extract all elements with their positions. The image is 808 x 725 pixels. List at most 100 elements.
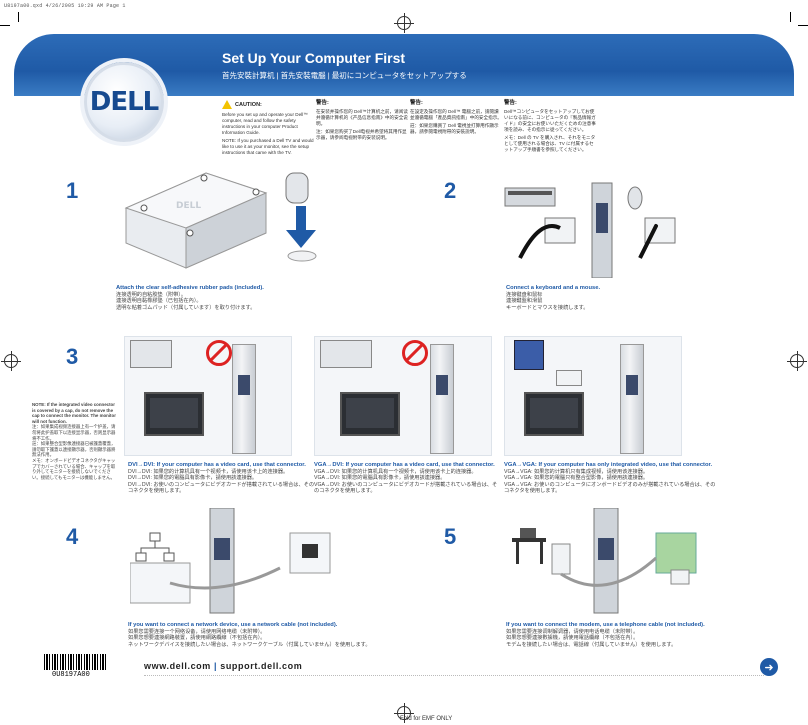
caption-zh-tw: 連接鍵盤和滑鼠: [506, 298, 543, 304]
caution-zh-tw: 警告: 在設定及操作您的 Dell™ 電腦之前，請閱讀並遵循電腦「產品資訊指南」…: [410, 100, 502, 135]
caption-en: DVI→DVI: If your computer has a video ca…: [128, 462, 306, 468]
dell-logo: DELL: [84, 62, 164, 142]
registration-mark: [394, 703, 414, 723]
vga-dvi-adapter-illustration: [320, 340, 372, 368]
caption-zh-tw: VGA→VGA: 如果您的電腦只有整合型影像，請使用該連接器。: [504, 475, 649, 481]
vga-port-icon: [556, 370, 582, 386]
dvi-connector-illustration: [130, 340, 172, 368]
caution-text: 在安装并操作您的 Dell™计算机之前，请阅读并遵循计算机的《产品信息指南》中的…: [316, 109, 408, 126]
step-number: 4: [66, 524, 79, 549]
barcode-number: 0U8197A00: [52, 671, 90, 679]
step3-caption-vga-dvi: VGA→DVI: If your computer has a video ca…: [314, 462, 498, 495]
caption-zh-cn: 如果您需要连接一个网络设备，请使用网络电缆（未附带）。: [128, 628, 266, 635]
caution-head: 警告:: [504, 100, 517, 106]
page-subtitle: 首先安裝計算机 | 首先安裝電腦 | 最初にコンピュータをセットアップする: [222, 71, 467, 80]
caption-ja: VGA→DVI: お使いのコンピュータにビデオカードが搭載されている場合は、その…: [314, 481, 498, 495]
caption-zh-tw: 如果您想要連接網路裝置，請使用網路纜線（不包括在內）。: [128, 635, 266, 641]
registration-mark: [1, 351, 21, 371]
caution-head: CAUTION:: [235, 101, 262, 108]
caption-ja: ネットワークデバイスを接続したい場合は、ネットワークケーブル（付属していません）…: [128, 641, 371, 648]
caption-zh-cn: VGA→DVI: 如果您的计算机具有一个视频卡，请使用该卡上的连接器。: [314, 468, 477, 475]
pc-tower-illustration: [620, 344, 644, 454]
step1-illustration: DELL: [116, 168, 416, 278]
pc-tower-illustration: [232, 344, 256, 454]
monitor-illustration: [524, 392, 584, 436]
caption-zh-cn: DVI→DVI: 如果您的计算机具有一个视频卡，请使用该卡上的连接器。: [128, 468, 289, 475]
step2-illustration: [500, 178, 700, 279]
caution-en: CAUTION: Before you set up and operate y…: [222, 100, 314, 156]
logo-text: DELL: [89, 87, 159, 117]
note-ja: メモ：オンボードビデオコネクタがキャップでカバーされている場合、キャップを取り外…: [32, 457, 116, 480]
step5-illustration: [506, 507, 716, 618]
svg-text:DELL: DELL: [176, 201, 201, 211]
caption-ja: モデムを接続したい場合は、電話線（付属していません）を使用します。: [506, 641, 677, 648]
caption-en: VGA→DVI: If your computer has a video ca…: [314, 462, 495, 468]
footer-divider: [144, 675, 764, 676]
caution-text: Dell™コンピュータをセットアップしてお使いになる前に、コンピュータの『製品情…: [504, 109, 596, 132]
caption-en: Attach the clear self-adhesive rubber pa…: [116, 285, 264, 291]
step3-caption-vga: VGA→VGA: If your computer has only integ…: [504, 462, 718, 495]
print-slug: U8197a00.qxd 4/26/2005 10:29 AM Page 1: [4, 3, 126, 9]
next-arrow-icon[interactable]: ➜: [760, 658, 778, 676]
caution-head: 警告:: [316, 100, 329, 106]
fold-note: Fold for EMF ONLY: [400, 716, 453, 722]
caption-zh-cn: 连接键盘和鼠标: [506, 291, 543, 298]
caption-zh-tw: DVI→DVI: 如果您的電腦具有影像卡，請使用該連接器。: [128, 475, 258, 481]
caution-note: NOTE: If you purchased a Dell TV and wou…: [222, 138, 314, 155]
caption-en: If you want to connect the modem, use a …: [506, 622, 705, 628]
caution-head: 警告:: [410, 100, 423, 106]
step-number: 5: [444, 524, 457, 549]
caption-zh-cn: VGA→VGA: 如果您的计算机只有集成视频，请使用该连接器。: [504, 468, 649, 475]
crop-mark: [798, 25, 808, 26]
step-number: 1: [66, 178, 79, 203]
footer-url-dell[interactable]: www.dell.com: [144, 661, 211, 671]
warning-icon: [222, 100, 232, 109]
page-title: Set Up Your Computer First: [222, 50, 406, 66]
caution-note: メモ：Dell の TV を購入され、それをモニタとして使用される場合は、TV …: [504, 135, 596, 152]
footer-separator: |: [214, 661, 218, 671]
step3-caption-dvi: DVI→DVI: If your computer has a video ca…: [128, 462, 316, 495]
step3-note: NOTE: If the integrated video connector …: [32, 402, 116, 480]
caution-text: 在設定及操作您的 Dell™ 電腦之前，請閱讀並遵循電腦「產品資訊指南」中的安全…: [410, 109, 502, 120]
footer-url-support[interactable]: support.dell.com: [220, 661, 303, 671]
registration-mark: [394, 13, 414, 33]
caption-ja: キーボードとマウスを接続します。: [506, 304, 589, 311]
caption-ja: DVI→DVI: お使いのコンピュータにビデオカードが搭載されている場合は、その…: [128, 481, 315, 495]
caption-en: VGA→VGA: If your computer has only integ…: [504, 462, 713, 468]
caption-zh-cn: 连接透明的自粘胶垫（附带）。: [116, 291, 187, 298]
caution-ja: 警告: Dell™コンピュータをセットアップしてお使いになる前に、コンピュータの…: [504, 100, 596, 153]
barcode: [44, 654, 108, 670]
caption-zh-tw: 如果您想要連接數據機，請使用電話纜線（不包括在內）。: [506, 635, 639, 641]
caution-note: 注：如果您购买了Dell电视并希望将其用作显示器，请参阅电视附带的安装说明。: [316, 129, 407, 140]
step2-caption: Connect a keyboard and a mouse. 连接键盘和鼠标 …: [506, 285, 766, 311]
caution-text: Before you set up and operate your Dell™…: [222, 112, 308, 135]
caption-en: If you want to connect a network device,…: [128, 622, 338, 628]
step1-caption: Attach the clear self-adhesive rubber pa…: [116, 285, 396, 311]
step5-caption: If you want to connect the modem, use a …: [506, 622, 786, 648]
registration-mark: [787, 351, 807, 371]
step-number: 3: [66, 344, 79, 369]
prohibited-icon: [402, 340, 428, 366]
note-en: NOTE: If the integrated video connector …: [32, 402, 116, 424]
caution-zh-cn: 警告: 在安装并操作您的 Dell™计算机之前，请阅读并遵循计算机的《产品信息指…: [316, 100, 408, 141]
crop-mark: [790, 12, 791, 22]
prohibited-icon: [206, 340, 232, 366]
step4-caption: If you want to connect a network device,…: [128, 622, 428, 648]
caution-note: 註：如果您購買了 Dell 電視並打算用作顯示器，請參閱電視附帶的安裝說明。: [410, 123, 499, 134]
monitor-illustration: [340, 392, 400, 436]
caption-en: Connect a keyboard and a mouse.: [506, 285, 601, 291]
caption-zh-cn: 如果您需要连接调制解调器，请使用电话电缆（未附带）。: [506, 628, 639, 635]
step4-illustration: [129, 507, 350, 618]
caption-ja: VGA→VGA: お使いのコンピュータにオンボードビデオのみが搭載されている場合…: [504, 481, 716, 495]
vga-connector-illustration: [514, 340, 544, 370]
note-zh-tw: 註：如果整合型影像連接器已被護蓋覆蓋，請勿取下護蓋以連接顯示器，否則顯示器將無法…: [32, 441, 116, 458]
note-zh-cn: 注：如果集成视频连接器上有一个护盖，请勿将此护盖取下以连接显示器，否则显示器将不…: [32, 424, 116, 441]
pc-tower-illustration: [430, 344, 454, 454]
caption-ja: 透明な粘着ゴムパッド（付属しています）を取り付けます。: [116, 304, 256, 311]
caption-zh-tw: VGA→DVI: 如果您的電腦具有影像卡，請使用該連接器。: [314, 475, 446, 481]
footer-urls: www.dell.com | support.dell.com: [144, 661, 302, 671]
step-number: 2: [444, 178, 457, 203]
crop-mark: [0, 25, 10, 26]
monitor-illustration: [144, 392, 204, 436]
caption-zh-tw: 連接透明自黏橡膠墊（已包括在內）。: [116, 298, 202, 304]
